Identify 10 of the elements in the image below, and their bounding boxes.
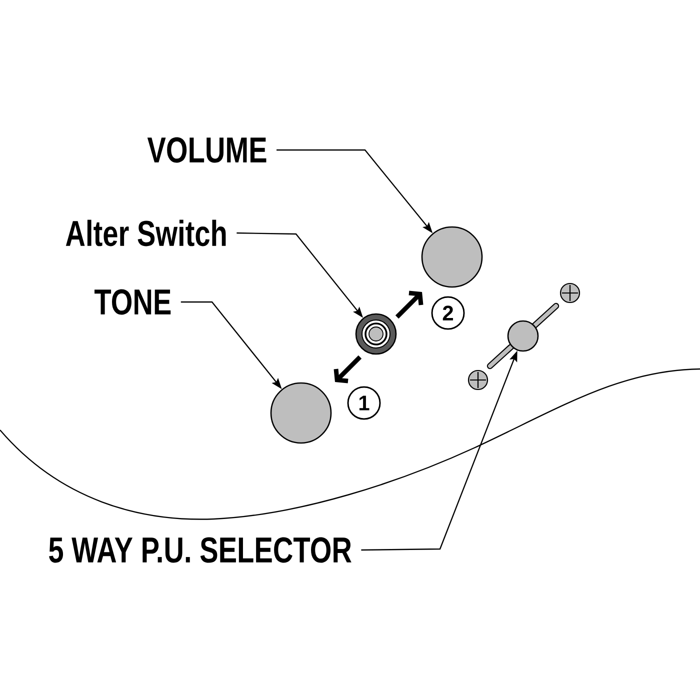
control-knob <box>421 226 483 288</box>
circled-number: 1 <box>347 386 381 420</box>
callout-label: VOLUME <box>147 137 266 163</box>
control-knob <box>270 382 332 444</box>
selector-knob <box>507 320 539 352</box>
callout-label: 5 WAY P.U. SELECTOR <box>49 537 352 563</box>
circled-number: 2 <box>431 296 465 330</box>
callout-label: TONE <box>94 289 171 315</box>
callout-label: Alter Switch <box>66 220 226 246</box>
toggle-switch <box>355 313 397 355</box>
